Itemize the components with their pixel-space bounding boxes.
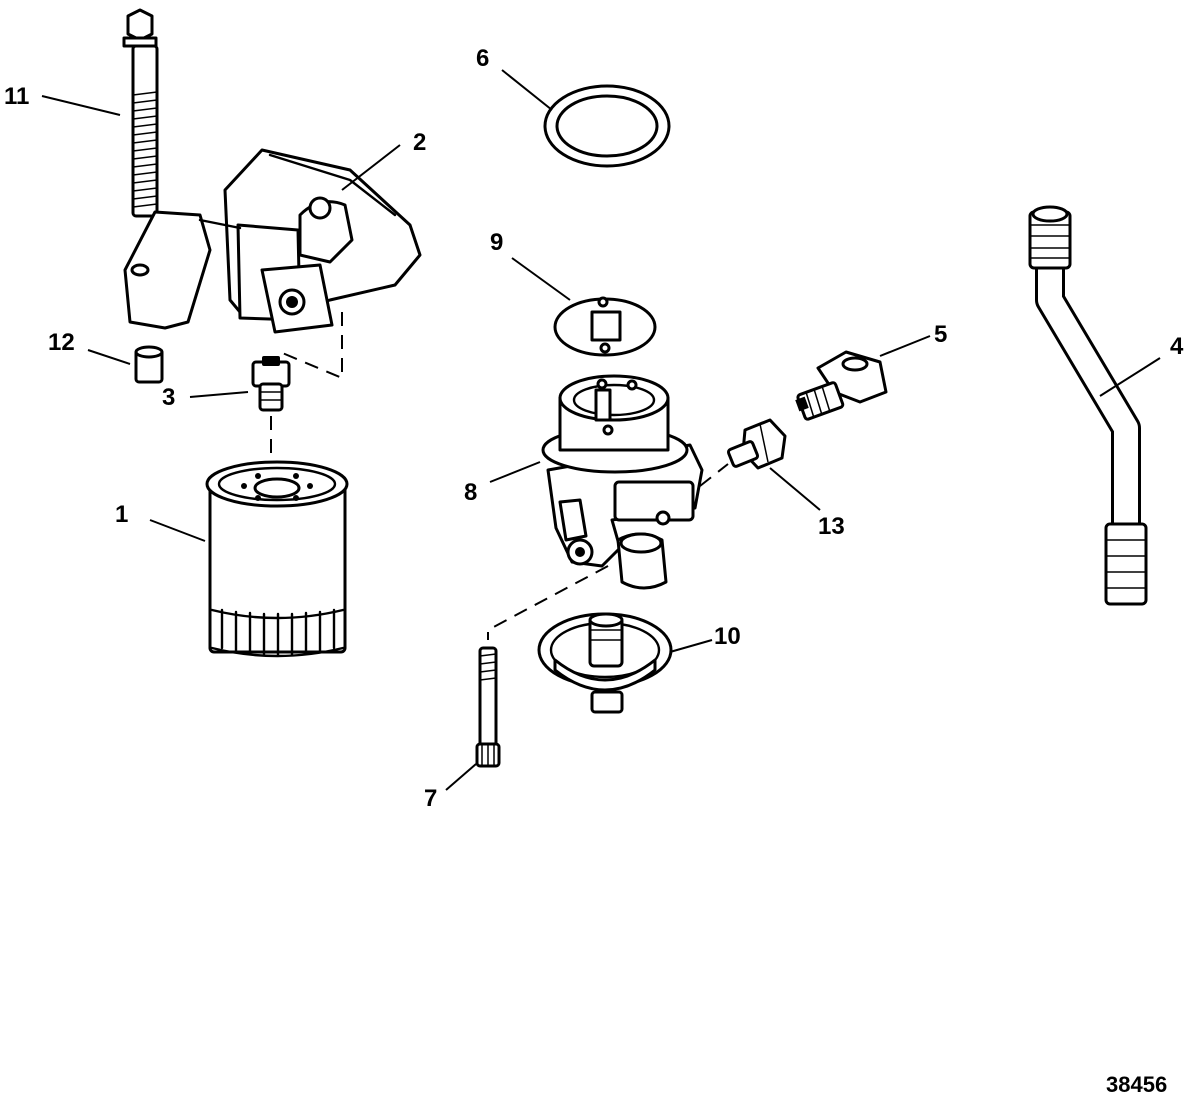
callout-3: 3 (162, 384, 175, 411)
leader-13 (769, 467, 821, 511)
dash-8-to-7 (487, 565, 609, 640)
leader-12 (87, 349, 131, 365)
figure-id: 38456 (1106, 1072, 1167, 1097)
leader-4 (1099, 357, 1161, 397)
leader-11 (41, 95, 121, 116)
part-3-fitting (251, 356, 291, 412)
part-9-gasket (553, 296, 657, 357)
callout-2: 2 (413, 129, 426, 156)
callout-7: 7 (424, 785, 437, 812)
part-4-oil-line (1028, 205, 1148, 606)
callout-5: 5 (934, 321, 947, 348)
part-10-mount-plate (537, 612, 673, 714)
part-5-elbow-fitting (795, 350, 888, 421)
callout-10: 10 (714, 623, 741, 650)
callout-8: 8 (464, 479, 477, 506)
leader-9 (511, 257, 571, 301)
part-1-oil-filter (205, 460, 349, 658)
part-8-filter-housing (541, 374, 704, 590)
part-12-nut (134, 345, 164, 384)
leader-6 (501, 69, 553, 111)
part-2-adapter-bracket (123, 148, 422, 334)
part-13-adapter (726, 418, 787, 470)
part-7-screw (475, 646, 501, 768)
callout-9: 9 (490, 229, 503, 256)
leader-8 (489, 461, 541, 483)
leader-10 (669, 639, 713, 653)
part-11-bolt (122, 8, 159, 218)
callout-12: 12 (48, 329, 75, 356)
callout-6: 6 (476, 45, 489, 72)
leader-3 (189, 391, 249, 398)
leader-7 (445, 763, 477, 791)
dash-8-to-13 (699, 463, 729, 487)
callout-11: 11 (4, 83, 29, 110)
leader-5 (879, 335, 931, 357)
callout-1: 1 (115, 501, 128, 528)
leader-2 (341, 144, 401, 191)
part-6-o-ring (543, 84, 671, 168)
callout-13: 13 (818, 513, 845, 540)
callout-4: 4 (1170, 333, 1184, 360)
leader-1 (149, 519, 206, 542)
